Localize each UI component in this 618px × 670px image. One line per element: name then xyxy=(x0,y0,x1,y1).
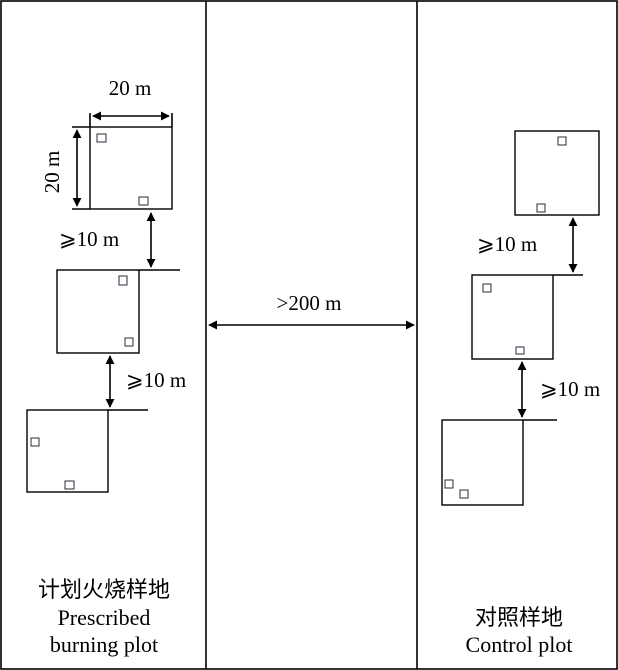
subplot-marker xyxy=(118,275,128,286)
subplot-marker xyxy=(482,283,492,293)
subplot-marker xyxy=(444,479,454,489)
subplot-marker xyxy=(515,346,525,355)
control-plot-1 xyxy=(514,130,600,216)
burn-caption-en-line2: burning plot xyxy=(50,632,158,657)
control-caption-en: Control plot xyxy=(466,632,573,657)
subplot-marker xyxy=(459,489,469,499)
spacing-label: ⩾10 m xyxy=(126,368,186,392)
subplot-marker xyxy=(124,337,134,347)
burn-caption-zh: 计划火烧样地 xyxy=(38,577,170,602)
control-plot-3 xyxy=(441,419,524,506)
subplot-marker xyxy=(557,136,567,146)
subplot-marker xyxy=(64,480,75,490)
spacing-label: ⩾10 m xyxy=(477,232,537,256)
control-caption-zh: 对照样地 xyxy=(475,605,563,630)
subplot-marker xyxy=(536,203,546,213)
separation-label: >200 m xyxy=(277,291,342,315)
spacing-label: ⩾10 m xyxy=(540,377,600,401)
spacing-label: ⩾10 m xyxy=(59,227,119,251)
subplot-marker xyxy=(138,196,149,206)
height-label: 20 m xyxy=(40,151,64,194)
width-label: 20 m xyxy=(109,76,152,100)
burn-caption-en-line1: Prescribed xyxy=(58,605,151,630)
subplot-marker xyxy=(96,133,107,143)
subplot-marker xyxy=(30,437,40,447)
burn-plot-3 xyxy=(26,409,109,493)
